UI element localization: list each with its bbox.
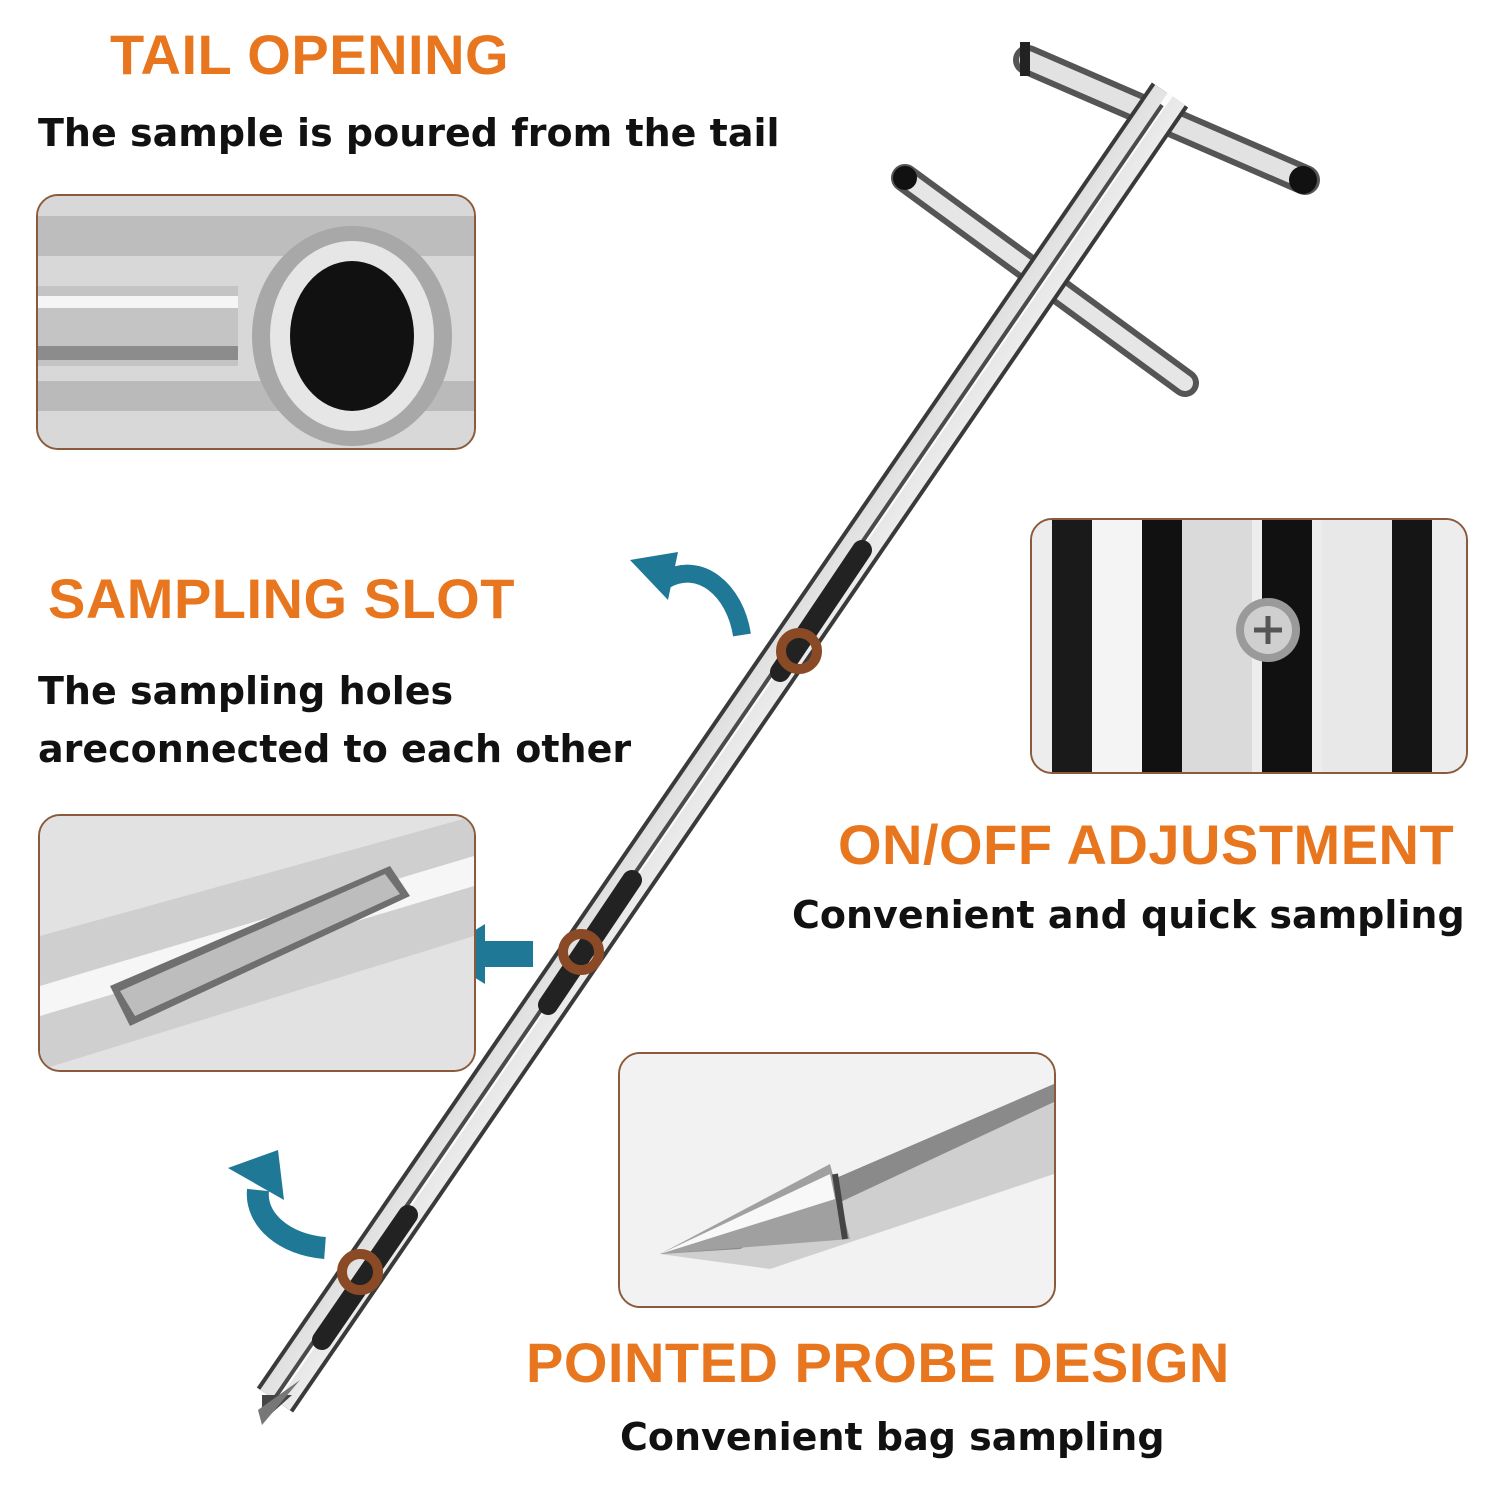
pointed-probe-description: Convenient bag sampling	[620, 1415, 1165, 1459]
sampling-slot-photo	[38, 814, 476, 1072]
probe-shaft	[256, 82, 1189, 1425]
on-off-adjustment-heading: ON/OFF ADJUSTMENT	[838, 813, 1455, 876]
sampling-slot-heading: SAMPLING SLOT	[48, 567, 515, 630]
curved-arrow-icon	[228, 1150, 327, 1259]
marker-probe-tip	[337, 1249, 383, 1295]
pointed-probe-photo	[618, 1052, 1056, 1308]
tail-opening-heading: TAIL OPENING	[110, 23, 510, 86]
sampling-slot-description-line1: The sampling holes	[38, 669, 454, 713]
tail-opening-photo	[36, 194, 476, 450]
on-off-adjustment-photo	[1030, 518, 1468, 774]
pointed-probe-heading: POINTED PROBE DESIGN	[526, 1331, 1230, 1394]
on-off-adjustment-description: Convenient and quick sampling	[792, 893, 1465, 937]
tail-opening-description: The sample is poured from the tail	[38, 111, 780, 155]
curved-arrow-icon	[630, 552, 751, 637]
sampling-slot-description-line2: areconnected to each other	[38, 727, 632, 771]
marker-sampling-slot	[776, 628, 822, 674]
marker-sampling-mid	[558, 929, 604, 975]
